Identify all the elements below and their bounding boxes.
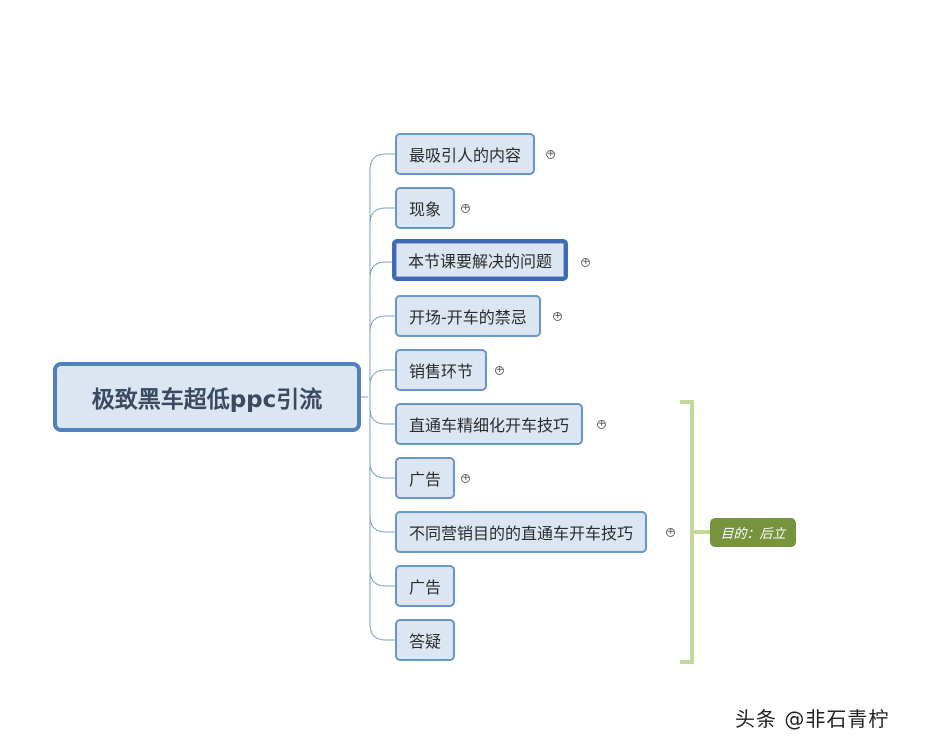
connector-5 bbox=[369, 369, 395, 387]
branch-topic-2[interactable]: 现象 bbox=[395, 187, 456, 229]
connector-6 bbox=[369, 407, 395, 425]
branch-topic-10[interactable]: 答疑 bbox=[395, 619, 456, 661]
branch-topic-label: 现象 bbox=[409, 200, 442, 219]
branch-topic-label: 答疑 bbox=[409, 632, 442, 651]
connector-1 bbox=[369, 153, 395, 171]
root-topic[interactable]: 极致黑车超低ppc引流 bbox=[53, 362, 361, 432]
connector-10 bbox=[369, 623, 395, 641]
summary-label[interactable]: 目的：后立 bbox=[710, 518, 796, 547]
branch-topic-label: 广告 bbox=[409, 470, 442, 489]
expand-icon[interactable]: + bbox=[666, 527, 675, 537]
root-topic-label: 极致黑车超低ppc引流 bbox=[91, 387, 323, 413]
connector-9 bbox=[369, 569, 395, 587]
expand-icon[interactable]: + bbox=[546, 149, 555, 159]
connector-7 bbox=[369, 461, 395, 479]
watermark: 头条 @非石青柠 bbox=[735, 707, 890, 731]
expand-icon[interactable]: + bbox=[597, 419, 606, 429]
branch-topic-5[interactable]: 销售环节 bbox=[395, 349, 488, 391]
branch-topic-9[interactable]: 广告 bbox=[395, 565, 456, 607]
connector-4 bbox=[369, 315, 395, 333]
expand-icon[interactable]: + bbox=[495, 365, 504, 375]
expand-icon[interactable]: + bbox=[461, 473, 470, 483]
branch-topic-label: 不同营销目的的直通车开车技巧 bbox=[409, 524, 634, 543]
branch-topic-label: 广告 bbox=[409, 578, 442, 597]
expand-icon[interactable]: + bbox=[581, 257, 590, 267]
branch-topic-label: 直通车精细化开车技巧 bbox=[409, 416, 570, 435]
branch-topic-1[interactable]: 最吸引人的内容 bbox=[395, 133, 536, 175]
expand-icon[interactable]: + bbox=[553, 311, 562, 321]
expand-icon[interactable]: + bbox=[461, 203, 470, 213]
branch-topic-3[interactable]: 本节课要解决的问题 bbox=[392, 239, 569, 281]
branch-topic-4[interactable]: 开场-开车的禁忌 bbox=[395, 295, 541, 337]
branch-topic-label: 本节课要解决的问题 bbox=[408, 252, 553, 271]
connector-2 bbox=[369, 207, 395, 225]
branch-topic-8[interactable]: 不同营销目的的直通车开车技巧 bbox=[395, 511, 648, 553]
branch-topic-6[interactable]: 直通车精细化开车技巧 bbox=[395, 403, 584, 445]
summary-label-text: 目的：后立 bbox=[720, 527, 786, 542]
connector-8 bbox=[369, 515, 395, 533]
branch-topic-label: 最吸引人的内容 bbox=[409, 146, 522, 165]
branch-topic-label: 销售环节 bbox=[409, 362, 474, 381]
summary-bracket bbox=[680, 400, 694, 664]
branch-topic-label: 开场-开车的禁忌 bbox=[409, 308, 527, 327]
branch-topic-7[interactable]: 广告 bbox=[395, 457, 456, 499]
